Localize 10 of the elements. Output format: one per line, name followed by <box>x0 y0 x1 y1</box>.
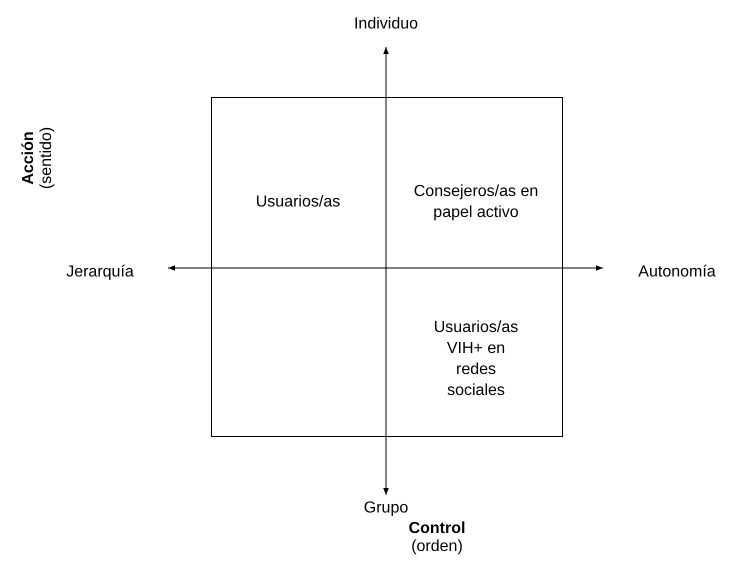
axis-label: Grupo <box>364 498 408 518</box>
quadrant-square <box>211 97 563 437</box>
axis-label: Individuo <box>354 14 418 34</box>
quadrant-text: Usuarios/as VIH+ en redes sociales <box>432 318 520 401</box>
axis-label: Jerarquía <box>66 262 134 282</box>
quadrant-text: Consejeros/as en papel activo <box>412 182 540 223</box>
axis-title: Control (orden) <box>408 520 466 556</box>
quadrant-text: Usuarios/as <box>254 192 342 212</box>
axis-title: Acción (sentido) <box>20 126 56 192</box>
axis-label: Autonomía <box>638 262 716 282</box>
